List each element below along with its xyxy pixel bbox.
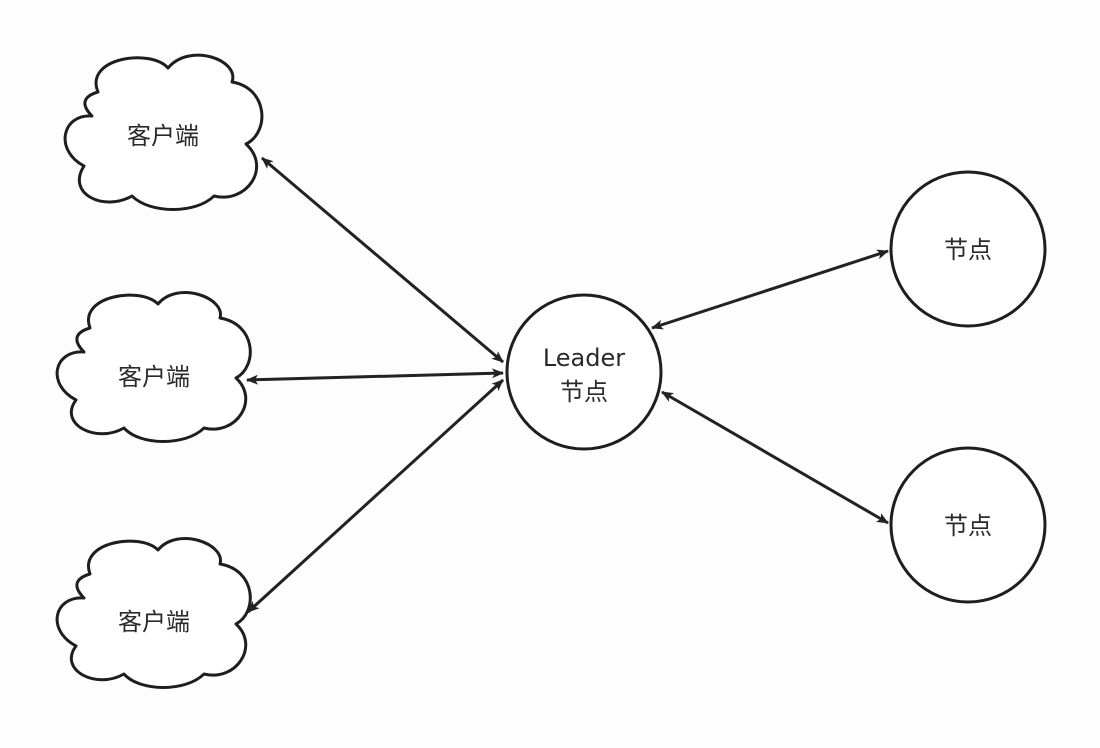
client-label: 客户端 <box>118 363 190 391</box>
leader-node: Leader 节点 <box>505 293 663 451</box>
node-top: 节点 <box>889 170 1047 328</box>
node-circle <box>889 446 1047 604</box>
node-label: 节点 <box>944 236 992 264</box>
client-label: 客户端 <box>127 122 199 150</box>
edge-client-bottom-leader <box>246 378 505 614</box>
leader-label-line2: 节点 <box>560 378 608 406</box>
edge-leader-node-top <box>651 249 889 330</box>
node-label: 节点 <box>944 512 992 540</box>
node-circle <box>889 170 1047 328</box>
cloud-shape <box>55 537 252 689</box>
client-cloud-top: 客户端 <box>63 53 264 211</box>
cloud-shape <box>55 291 252 443</box>
edge-client-top-leader <box>261 156 504 364</box>
edges <box>246 156 889 614</box>
leader-label-line1: Leader <box>543 344 625 372</box>
client-cloud-middle: 客户端 <box>55 291 252 443</box>
cloud-shape <box>63 53 264 211</box>
client-label: 客户端 <box>118 608 190 636</box>
edge-client-middle-leader <box>246 368 504 385</box>
leader-circle <box>505 293 663 451</box>
client-cloud-bottom: 客户端 <box>55 537 252 689</box>
node-bottom: 节点 <box>889 446 1047 604</box>
edge-leader-node-bottom <box>661 390 889 525</box>
